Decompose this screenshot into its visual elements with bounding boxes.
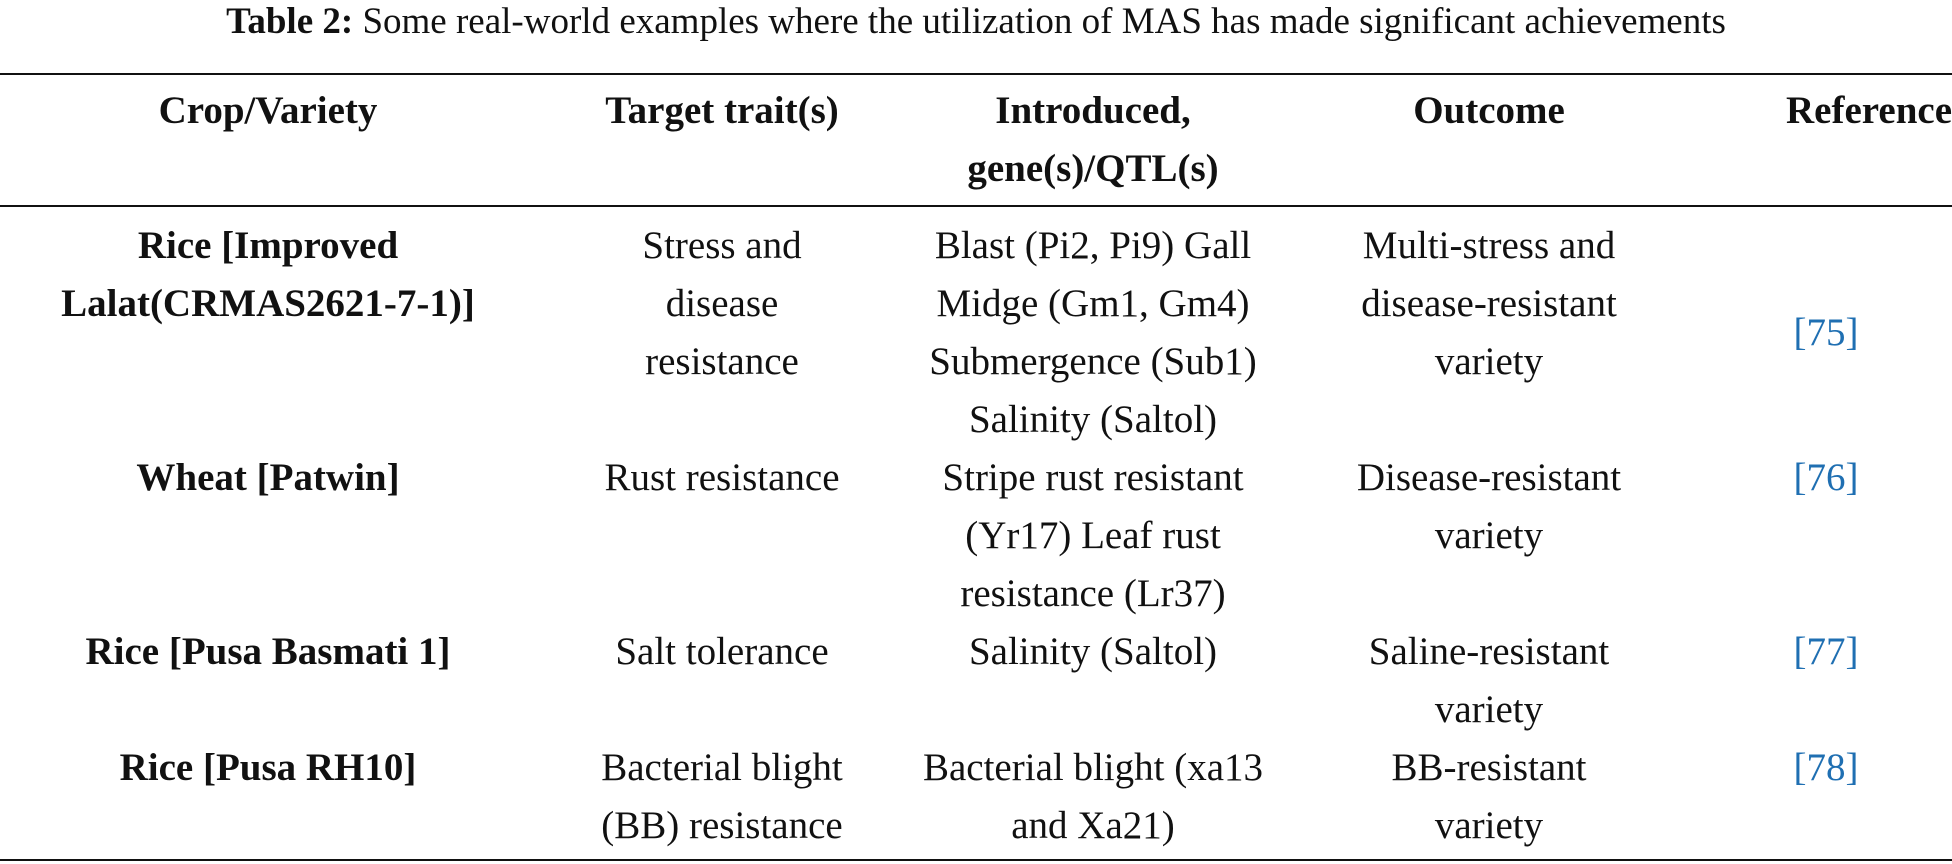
table-row: Rice [Pusa Basmati 1] Salt tolerance Sal…	[0, 623, 1952, 739]
header-reference: Reference	[1786, 89, 1952, 132]
table-top-rule	[0, 73, 1952, 75]
cell-genes: Stripe rust resistant (Yr17) Leaf rust r…	[942, 456, 1244, 615]
reference-link-75[interactable]: 75	[1806, 311, 1846, 354]
reference-link-77[interactable]: 77	[1806, 630, 1846, 673]
cell-reference: [75]	[1793, 311, 1859, 354]
cell-outcome: Multi-stress and disease-resistant varie…	[1361, 224, 1617, 383]
cell-crop: Wheat [Patwin]	[136, 456, 400, 499]
reference-link-78[interactable]: 78	[1806, 746, 1846, 789]
header-crop-variety: Crop/Variety	[158, 89, 378, 132]
reference-link-76[interactable]: 76	[1806, 456, 1846, 499]
table-row: Rice [Improved Lalat(CRMAS2621-7-1)] Str…	[0, 205, 1952, 449]
table-row: Wheat [Patwin] Rust resistance Stripe ru…	[0, 449, 1952, 623]
cell-crop: Rice [Pusa Basmati 1]	[85, 630, 451, 673]
cell-outcome: Saline-resistant variety	[1368, 630, 1610, 731]
cell-trait: Stress and disease resistance	[642, 224, 802, 383]
data-table: Crop/Variety Target trait(s) Introduced,…	[0, 75, 1952, 855]
table-caption: Table 2: Some real-world examples where …	[0, 2, 1952, 42]
table-header-rule	[0, 205, 1952, 207]
cell-genes: Bacterial blight (xa13 and Xa21)	[922, 746, 1264, 847]
cell-reference: [77]	[1793, 630, 1859, 673]
cell-trait: Rust resistance	[604, 456, 840, 499]
cell-trait: Bacterial blight (BB) resistance	[601, 746, 843, 847]
cell-outcome: BB-resistant variety	[1391, 746, 1587, 847]
header-introduced-genes: Introduced, gene(s)/QTL(s)	[967, 89, 1219, 190]
cell-reference: [78]	[1793, 746, 1859, 789]
cell-trait: Salt tolerance	[615, 630, 829, 673]
cell-crop: Rice [Pusa RH10]	[119, 746, 417, 789]
cell-outcome: Disease-resistant variety	[1356, 456, 1622, 557]
caption-label: Table 2:	[226, 1, 354, 42]
cell-reference: [76]	[1793, 456, 1859, 499]
table-bottom-rule	[0, 859, 1952, 861]
table-row: Rice [Pusa RH10] Bacterial blight (BB) r…	[0, 739, 1952, 855]
cell-genes: Salinity (Saltol)	[968, 630, 1218, 673]
cell-genes: Blast (Pi2, Pi9) Gall Midge (Gm1, Gm4) S…	[929, 224, 1257, 441]
header-outcome: Outcome	[1413, 89, 1565, 132]
cell-crop: Rice [Improved Lalat(CRMAS2621-7-1)]	[61, 224, 475, 325]
table-header-row: Crop/Variety Target trait(s) Introduced,…	[0, 75, 1952, 205]
header-target-traits: Target trait(s)	[605, 89, 839, 132]
caption-text: Some real-world examples where the utili…	[362, 1, 1726, 42]
